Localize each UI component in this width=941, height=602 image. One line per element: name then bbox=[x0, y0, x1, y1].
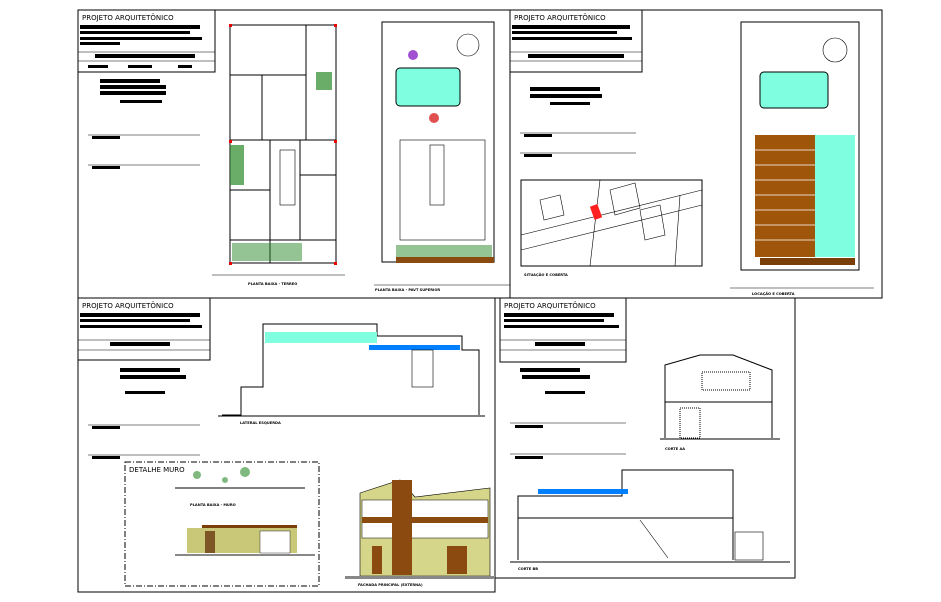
drawing-label: FACHADA PRINCIPAL (EXTERNA) bbox=[358, 583, 423, 587]
wall-detail: DETALHE MURO PLANTA BAIXA - MURO bbox=[124, 461, 320, 587]
title-block-4: PROJETO ARQUITETÔNICO bbox=[499, 297, 627, 459]
sheet-title: PROJETO ARQUITETÔNICO bbox=[504, 301, 596, 310]
upper-floor-plan: PLANTA BAIXA - PAVT SUPERIOR bbox=[374, 21, 510, 292]
ground-floor-plan: PLANTA BAIXA - TERREO bbox=[212, 24, 345, 286]
section-aa: CORTE AA bbox=[660, 354, 780, 451]
drawing-label: CORTE AA bbox=[665, 447, 685, 451]
sheet-title: PROJETO ARQUITETÔNICO bbox=[82, 301, 174, 310]
drawing-label: DETALHE MURO bbox=[129, 466, 185, 474]
drawing-label: SITUAÇÃO E COBERTA bbox=[524, 272, 568, 277]
title-block-3: PROJETO ARQUITETÔNICO bbox=[77, 297, 211, 459]
site-roof-plan: LOCAÇÃO E COBERTA bbox=[730, 21, 874, 296]
drawing-label: PLANTA BAIXA - PAVT SUPERIOR bbox=[375, 288, 440, 292]
title-block-1: PROJETO ARQUITETÔNICO bbox=[77, 9, 216, 169]
sheet-title: PROJETO ARQUITETÔNICO bbox=[514, 13, 606, 22]
lateral-elevation: LATERAL ESQUERDA bbox=[218, 323, 485, 425]
drawing-label: PLANTA BAIXA - MURO bbox=[190, 503, 236, 507]
sheet-borders bbox=[77, 9, 883, 593]
sheet-title: PROJETO ARQUITETÔNICO bbox=[82, 13, 174, 22]
drawing-label: CORTE BB bbox=[518, 567, 538, 571]
drawing-label: LATERAL ESQUERDA bbox=[240, 421, 281, 425]
main-facade: FACHADA PRINCIPAL (EXTERNA) bbox=[345, 479, 495, 587]
section-bb: CORTE BB bbox=[510, 469, 790, 571]
drawing-label: LOCAÇÃO E COBERTA bbox=[752, 291, 795, 296]
drawing-label: PLANTA BAIXA - TERREO bbox=[248, 282, 297, 286]
title-block-2: PROJETO ARQUITETÔNICO bbox=[509, 9, 643, 157]
situation-map: SITUAÇÃO E COBERTA bbox=[520, 179, 703, 277]
